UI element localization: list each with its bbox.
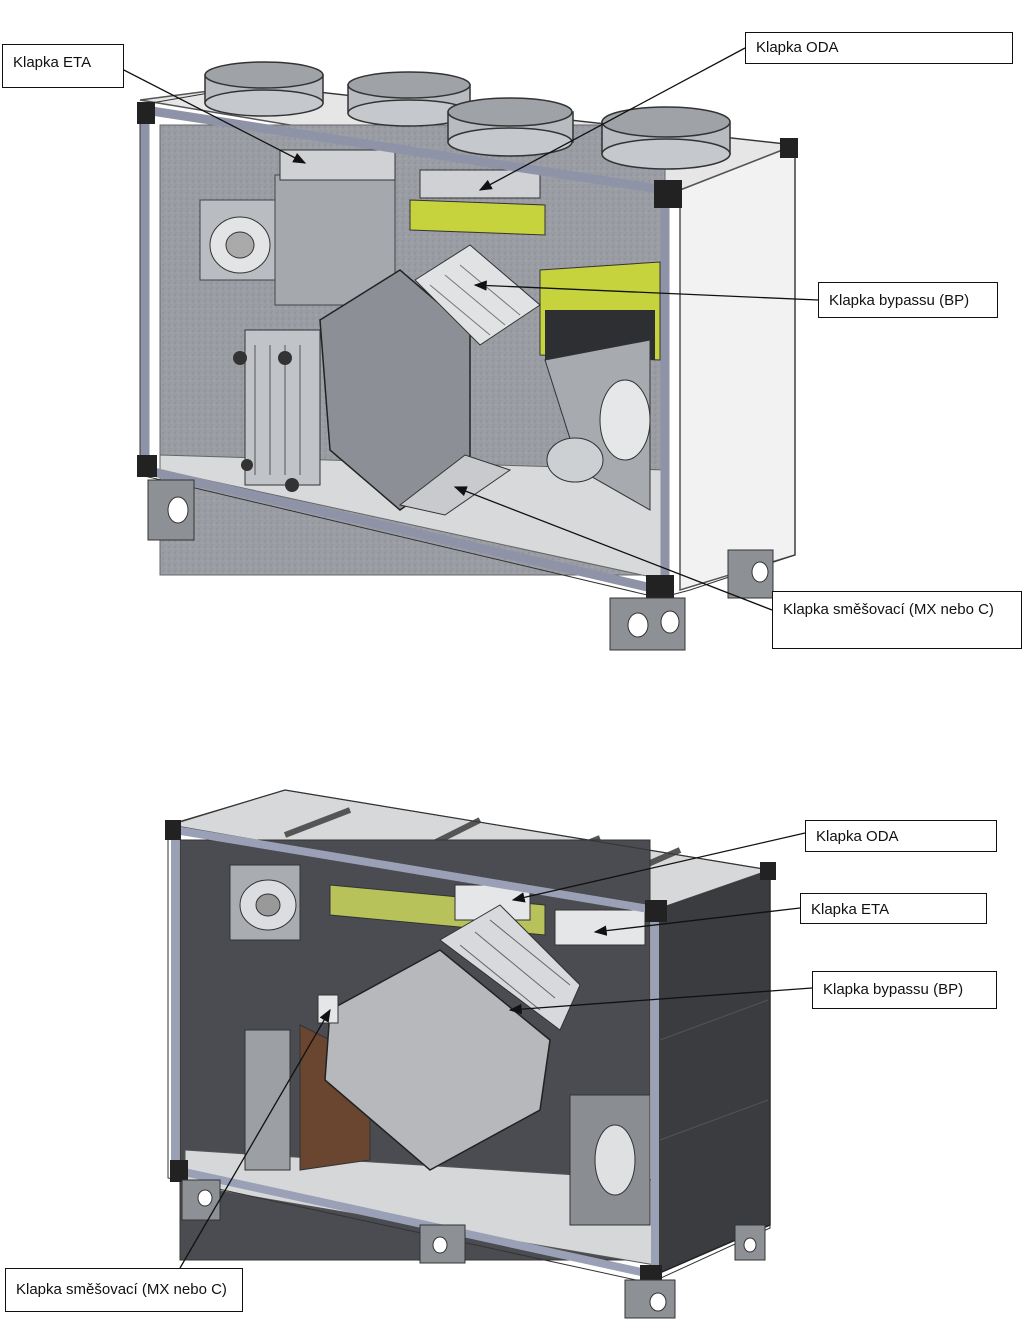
top-eta-damper [279,149,396,181]
top-corner-bl [137,455,157,477]
top-pipe-connector-4 [285,478,299,492]
bottom-bypass-slats [459,919,571,1011]
top-unit [137,61,798,651]
bottom-label-eta: Klapka ETA [800,893,987,924]
top-bypass-slats [429,264,521,336]
top-heater-fins [254,345,301,475]
bottom-fan-upper-left [229,864,301,941]
top-corner-br [646,575,674,599]
top-corner-tr [654,180,682,208]
top-leader-oda [478,47,746,191]
top-pipe-connector-2 [278,351,292,365]
bottom-label-mix: Klapka směšovací (MX nebo C) [5,1268,243,1312]
top-duct-1 [204,61,324,117]
bottom-corner-back [760,862,776,880]
bottom-corner-bl [170,1160,188,1182]
top-duct-3 [447,97,574,157]
top-filter-upper [409,199,546,236]
bottom-corner-tr [645,900,667,922]
top-label-bypass: Klapka bypassu (BP) [818,282,998,318]
bottom-leader-lines [179,832,813,1269]
bottom-unit-feet [181,1179,766,1319]
top-unit-side-panel [679,143,796,592]
bottom-unit [165,789,776,1319]
top-mixing-damper [398,454,512,516]
top-duct-collars [204,61,731,170]
top-bypass-damper [414,244,541,346]
top-label-eta: Klapka ETA [2,44,124,88]
top-pipe-connector-1 [233,351,247,365]
top-duct-2 [347,71,471,127]
top-partition [274,174,396,306]
bottom-label-bypass: Klapka bypassu (BP) [812,971,997,1009]
bottom-leader-eta [593,907,801,936]
top-fan-upper [199,199,281,281]
top-fan-lower-right [544,339,651,511]
bottom-foot-back [734,1224,766,1261]
bottom-corner-tl [165,820,181,840]
top-leader-mix [453,486,773,611]
top-leader-bypass [473,280,819,301]
top-corner-tl [137,102,155,124]
top-leader-eta [119,67,307,164]
bottom-leader-oda [511,832,806,903]
bottom-fan-lower-right [569,1094,651,1226]
top-pipe-connector-3 [241,459,253,471]
top-oda-damper [419,169,541,199]
top-foot-back-right [727,549,774,599]
bottom-bypass-damper [439,904,581,1031]
bottom-leader-mix [179,1008,331,1269]
bottom-side-panel-seams [659,999,769,1141]
top-label-mix: Klapka směšovací (MX nebo C) [772,591,1022,649]
top-duct-4 [601,106,731,170]
bottom-heater-coil [244,1029,291,1171]
bottom-leader-bypass [508,987,813,1015]
top-leader-lines [119,47,819,611]
bottom-label-oda: Klapka ODA [805,820,997,852]
bottom-unit-side-panel [654,868,771,1277]
top-unit-feet [147,479,774,651]
top-corner-back [780,138,798,158]
bottom-mixing-damper [317,994,339,1024]
bottom-heat-exchanger [324,949,551,1171]
top-label-oda: Klapka ODA [745,32,1013,64]
